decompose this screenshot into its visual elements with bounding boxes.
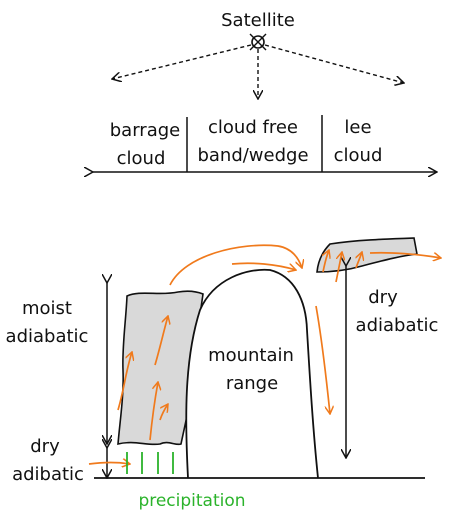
mountain-range-shape	[185, 268, 319, 479]
cloud-free-label-line2: band/wedge	[197, 145, 308, 166]
airflow-arrow-outflow	[369, 251, 441, 258]
airflow-arrow-crest	[231, 262, 296, 270]
airflow-arrow-inflow	[88, 463, 130, 465]
airflow-arrow-rise-3	[154, 316, 168, 366]
airflow-arrow-lee-1	[323, 250, 329, 273]
moist-adiabatic-label-line2: adiabatic	[6, 326, 89, 347]
airflow-arrow-over-top	[169, 244, 302, 286]
precipitation-label: precipitation	[138, 491, 245, 511]
airflow-arrow-rise-2	[149, 382, 158, 441]
airflow-arrow-lee-2	[335, 252, 342, 283]
barrage-cloud-label-line2: cloud	[117, 148, 166, 169]
precipitation-lines	[126, 452, 174, 474]
mountain-range-label-line2: range	[226, 373, 278, 394]
view-arrow-right	[264, 44, 404, 83]
satellite-icon	[249, 33, 267, 51]
moist-adiabatic-label-line1: moist	[22, 298, 72, 319]
view-arrow-left	[112, 44, 252, 79]
airflow-arrow-lee-3	[355, 252, 362, 269]
satellite-label: Satellite	[221, 10, 295, 31]
barrage-cloud-label-line1: barrage	[110, 120, 180, 141]
lee-cloud-label-line2: cloud	[334, 145, 383, 166]
airflow-arrow-rise-4	[159, 404, 168, 421]
lee-cloud-shape	[316, 237, 418, 273]
airflow-arrow-descent	[315, 305, 330, 414]
dry-adiabatic-right-label-line2: adiabatic	[356, 315, 439, 336]
mountain-range-label-line1: mountain	[208, 345, 294, 366]
dry-adiabatic-left-label-line2: adibatic	[12, 464, 84, 485]
dry-adiabatic-left-label-line1: dry	[30, 436, 60, 457]
airflow-arrows	[88, 244, 441, 465]
airflow-arrow-rise-1	[117, 352, 132, 411]
cloud-free-label-line1: cloud free	[208, 117, 298, 138]
dry-adiabatic-right-label-line1: dry	[368, 287, 398, 308]
lee-cloud-label-line1: lee	[344, 117, 371, 138]
